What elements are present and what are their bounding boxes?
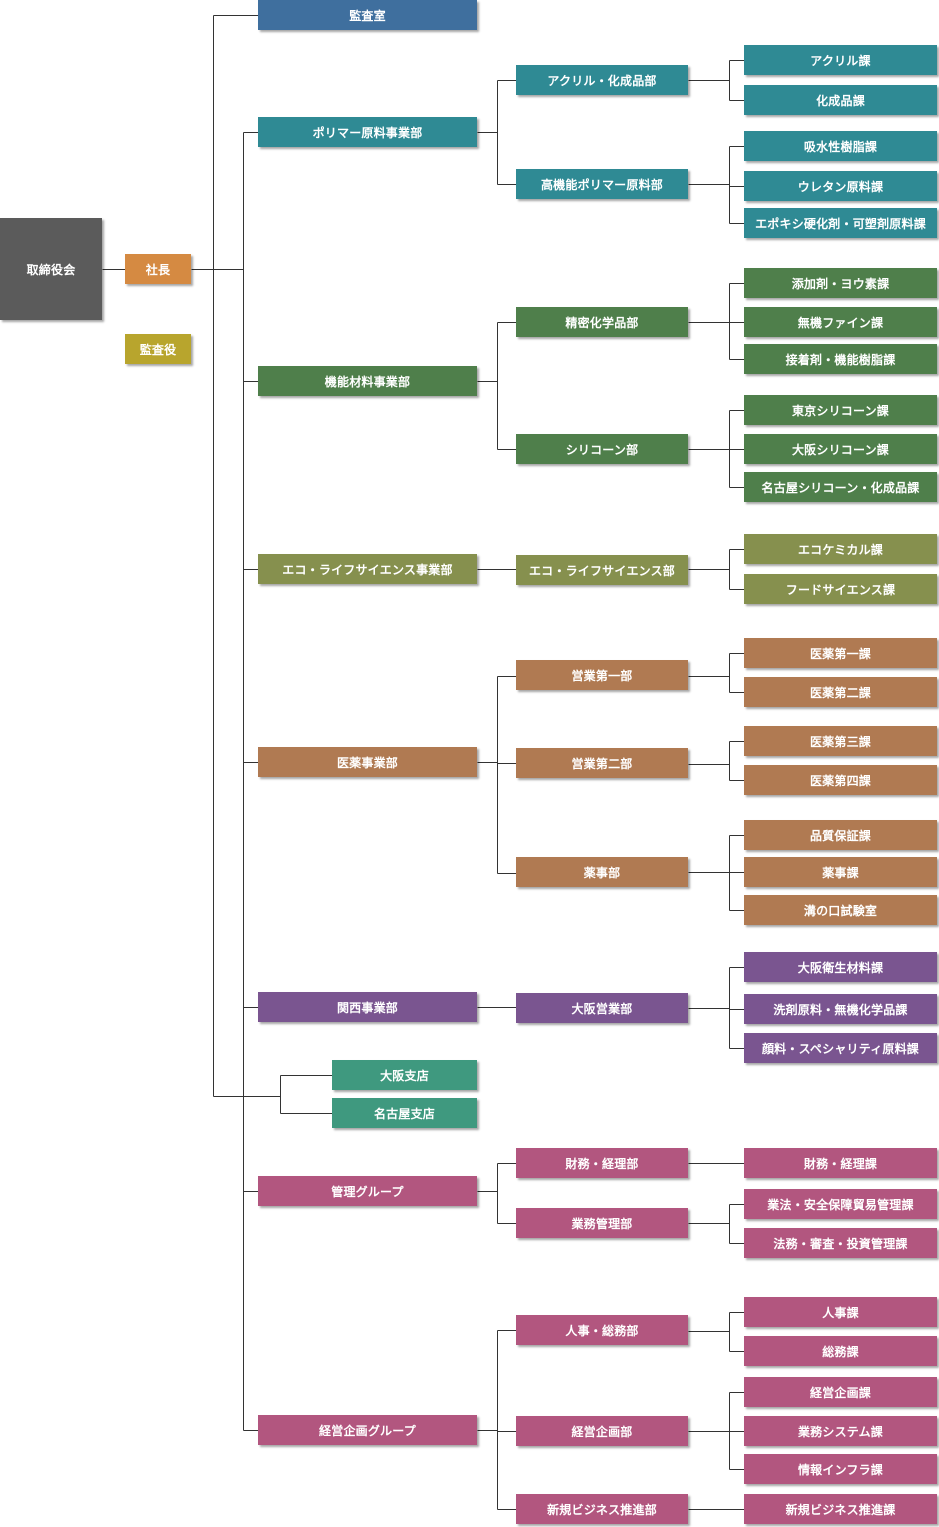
inorganic-fine-section-node: 無機ファイン課 (744, 307, 937, 337)
acrylic-section-node: アクリル課 (744, 45, 937, 75)
legal-investment-section-node: 法務・審査・投資管理課 (744, 1228, 937, 1258)
finance-accounting-dept-node: 財務・経理部 (516, 1148, 688, 1178)
new-business-section-node: 新規ビジネス推進課 (744, 1494, 937, 1524)
eco-life-dept-node: エコ・ライフサイエンス部 (516, 555, 688, 585)
osaka-sales-dept-node: 大阪営業部 (516, 993, 688, 1023)
osaka-silicone-section-node: 大阪シリコーン課 (744, 434, 937, 464)
pharma-section-3-node: 医薬第三課 (744, 726, 937, 756)
corporate-planning-group-node: 経営企画グループ (258, 1415, 477, 1445)
osaka-branch-node: 大阪支店 (332, 1060, 477, 1090)
eco-life-division-node: エコ・ライフサイエンス事業部 (258, 554, 477, 584)
operations-management-dept-node: 業務管理部 (516, 1208, 688, 1238)
urethane-section-node: ウレタン原料課 (744, 171, 937, 201)
trade-control-section-node: 業法・安全保障貿易管理課 (744, 1189, 937, 1219)
general-affairs-section-node: 総務課 (744, 1336, 937, 1366)
admin-group-node: 管理グループ (258, 1176, 477, 1206)
acrylic-chemical-dept-node: アクリル・化成品部 (516, 65, 688, 95)
chemical-products-section-node: 化成品課 (744, 85, 937, 115)
nagoya-branch-node: 名古屋支店 (332, 1098, 477, 1128)
epoxy-section-node: エポキシ硬化剤・可塑剤原料課 (744, 208, 937, 238)
silicone-dept-node: シリコーン部 (516, 434, 688, 464)
sales-dept-2-node: 営業第二部 (516, 748, 688, 778)
polymer-division-node: ポリマー原料事業部 (258, 117, 477, 147)
tokyo-silicone-section-node: 東京シリコーン課 (744, 395, 937, 425)
auditor-node: 監査役 (125, 334, 191, 364)
it-infrastructure-section-node: 情報インフラ課 (744, 1454, 937, 1484)
adhesive-resin-section-node: 接着剤・機能樹脂課 (744, 344, 937, 374)
mizonokuchi-lab-node: 溝の口試験室 (744, 895, 937, 925)
pharma-section-1-node: 医薬第一課 (744, 638, 937, 668)
eco-chemical-section-node: エコケミカル課 (744, 534, 937, 564)
pharma-section-4-node: 医薬第四課 (744, 765, 937, 795)
hr-general-affairs-dept-node: 人事・総務部 (516, 1315, 688, 1345)
kansai-division-node: 関西事業部 (258, 992, 477, 1022)
absorbent-resin-section-node: 吸水性樹脂課 (744, 131, 937, 161)
audit-office-node: 監査室 (258, 0, 477, 30)
board-node: 取締役会 (0, 218, 102, 320)
additive-iodine-section-node: 添加剤・ヨウ素課 (744, 268, 937, 298)
osaka-hygiene-section-node: 大阪衛生材料課 (744, 952, 937, 982)
corporate-planning-dept-node: 経営企画部 (516, 1416, 688, 1446)
functional-materials-division-node: 機能材料事業部 (258, 366, 477, 396)
business-system-section-node: 業務システム課 (744, 1416, 937, 1446)
new-business-dept-node: 新規ビジネス推進部 (516, 1494, 688, 1524)
detergent-inorganic-section-node: 洗剤原料・無機化学品課 (744, 994, 937, 1024)
pharma-section-2-node: 医薬第二課 (744, 677, 937, 707)
food-science-section-node: フードサイエンス課 (744, 574, 937, 604)
sales-dept-1-node: 営業第一部 (516, 660, 688, 690)
finance-accounting-section-node: 財務・経理課 (744, 1148, 937, 1178)
pigment-specialty-section-node: 顔料・スペシャリティ原料課 (744, 1033, 937, 1063)
pharma-division-node: 医薬事業部 (258, 747, 477, 777)
fine-chemicals-dept-node: 精密化学品部 (516, 307, 688, 337)
high-performance-polymer-dept-node: 高機能ポリマー原料部 (516, 169, 688, 199)
regulatory-section-node: 薬事課 (744, 857, 937, 887)
hr-section-node: 人事課 (744, 1297, 937, 1327)
regulatory-dept-node: 薬事部 (516, 857, 688, 887)
nagoya-silicone-section-node: 名古屋シリコーン・化成品課 (744, 472, 937, 502)
corporate-planning-section-node: 経営企画課 (744, 1377, 937, 1407)
quality-assurance-section-node: 品質保証課 (744, 820, 937, 850)
president-node: 社長 (125, 254, 191, 284)
